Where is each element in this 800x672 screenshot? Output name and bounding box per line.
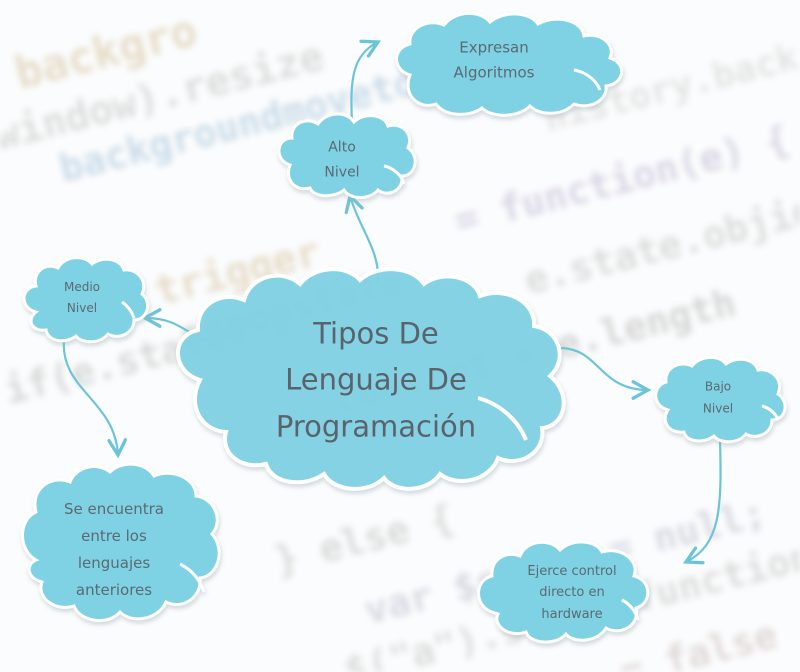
- node-line: lenguajes: [77, 554, 151, 572]
- node-medio-desc-label: Se encuentra entre los lenguajes anterio…: [64, 496, 164, 604]
- node-line: Ejerce control: [527, 563, 617, 579]
- central-line: Tipos De: [313, 316, 439, 351]
- cloud-bajo-desc: [477, 540, 650, 644]
- cloud-alto: [277, 112, 417, 199]
- edge-bajo-to-bajo-desc: [686, 438, 722, 562]
- central-node-label: Tipos De Lenguaje De Programación: [276, 310, 476, 449]
- node-line: Bajo: [704, 379, 732, 394]
- node-line: hardware: [541, 606, 603, 622]
- node-line: Expresan: [459, 38, 529, 57]
- cloud-medio: [22, 256, 150, 344]
- node-line: entre los: [81, 527, 147, 545]
- node-bajo-label: Bajo Nivel: [703, 376, 733, 419]
- node-medio-label: Medio Nivel: [64, 277, 100, 319]
- node-line: Nivel: [324, 164, 360, 180]
- cloud-bajo: [654, 356, 787, 444]
- node-line: Alto: [328, 139, 356, 156]
- edge-central-to-bajo: [560, 346, 648, 390]
- edge-medio-to-medio-desc: [62, 338, 118, 455]
- node-bajo-desc-label: Ejerce control directo en hardware: [527, 561, 616, 625]
- node-line: Algoritmos: [453, 63, 535, 81]
- cloud-central: [176, 267, 566, 491]
- node-alto-label: Alto Nivel: [324, 136, 359, 185]
- central-line: Programación: [275, 409, 477, 444]
- cloud-medio-desc: [21, 462, 221, 622]
- node-line: Medio: [63, 280, 101, 294]
- node-line: anteriores: [75, 581, 153, 599]
- central-line: Lenguaje De: [285, 362, 467, 397]
- edge-alto-to-expresan: [350, 42, 378, 124]
- node-line: Nivel: [66, 301, 98, 315]
- cloud-expresan: [395, 11, 623, 117]
- node-expresan-label: Expresan Algoritmos: [454, 35, 535, 85]
- node-line: directo en: [539, 585, 605, 601]
- node-line: Nivel: [702, 401, 734, 415]
- node-line: Se encuentra: [64, 500, 164, 518]
- edge-central-to-alto: [350, 196, 380, 284]
